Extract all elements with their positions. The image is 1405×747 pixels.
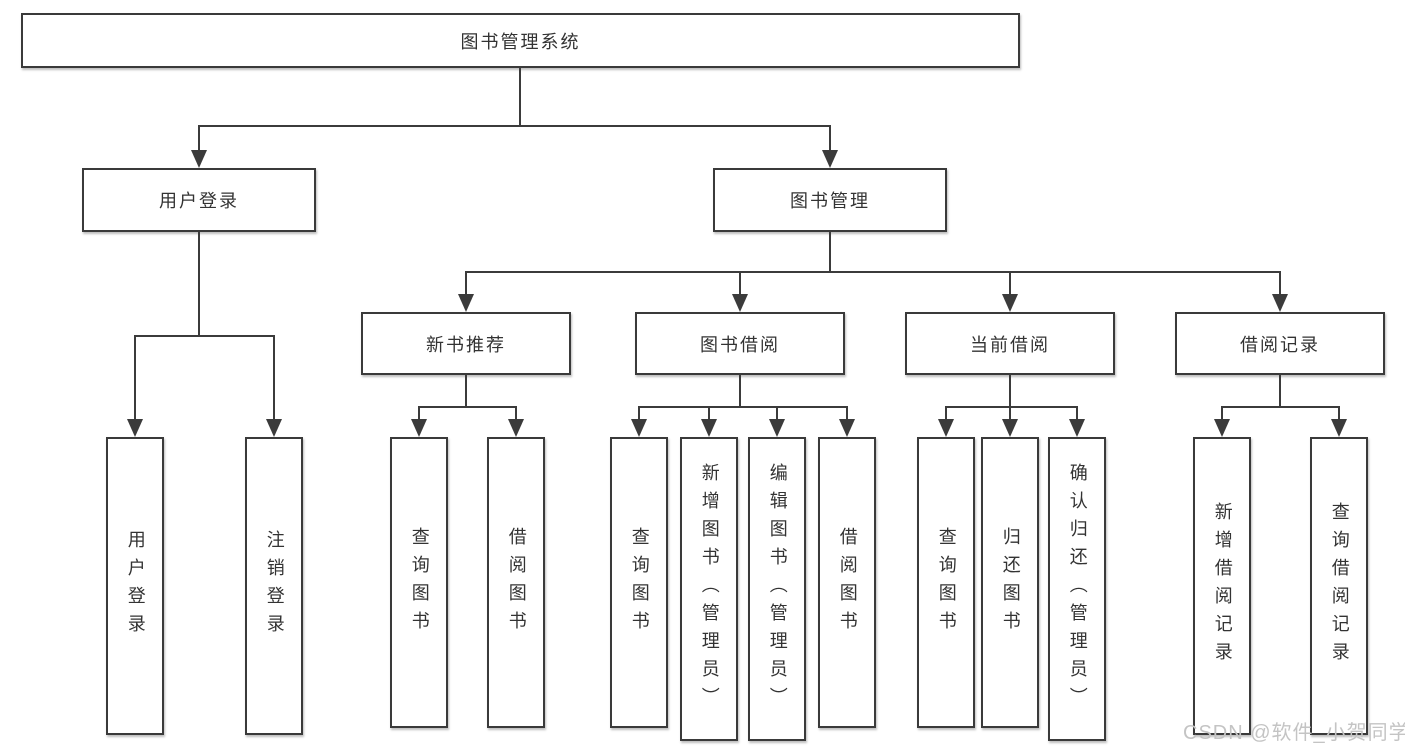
node-book-borrow: 图书借阅 — [635, 312, 845, 375]
node-leaf-borrow-books: 借阅图书 — [487, 437, 545, 728]
node-leaf-query-books: 查询图书 — [917, 437, 975, 728]
node-leaf-user-login: 用户登录 — [106, 437, 164, 735]
csdn-watermark: CSDN @软件_小贺同学 — [1183, 722, 1405, 744]
arrowheads — [127, 150, 1347, 437]
node-leaf-query-books: 查询图书 — [610, 437, 668, 728]
node-leaf-query-borrow-record-label: 查询借阅记录 — [1329, 502, 1350, 670]
node-leaf-user-login-label: 用户登录 — [125, 530, 146, 642]
node-leaf-logout-label: 注销登录 — [264, 530, 285, 642]
node-leaf-query-borrow-record: 查询借阅记录 — [1310, 437, 1368, 735]
node-leaf-query-books-label: 查询图书 — [629, 526, 650, 639]
node-user-login-label: 用户登录 — [159, 191, 239, 211]
node-root: 图书管理系统 — [21, 13, 1020, 68]
node-book-management-label: 图书管理 — [790, 191, 870, 211]
node-leaf-confirm-return-admin-label: 确认归还（管理员） — [1067, 463, 1088, 715]
node-leaf-confirm-return-admin: 确认归还（管理员） — [1048, 437, 1106, 741]
node-leaf-add-borrow-record: 新增借阅记录 — [1193, 437, 1251, 735]
node-leaf-add-books-admin: 新增图书（管理员） — [680, 437, 738, 741]
node-book-management: 图书管理 — [713, 168, 947, 232]
node-leaf-return-books-label: 归还图书 — [1000, 526, 1021, 639]
node-book-borrow-label: 图书借阅 — [700, 334, 780, 355]
node-new-book-recommend-label: 新书推荐 — [426, 334, 506, 355]
node-leaf-query-books-label: 查询图书 — [936, 526, 957, 639]
node-current-borrow-label: 当前借阅 — [970, 334, 1050, 355]
node-user-login: 用户登录 — [82, 168, 316, 232]
node-root-label: 图书管理系统 — [460, 31, 581, 52]
node-leaf-add-borrow-record-label: 新增借阅记录 — [1212, 502, 1233, 670]
node-leaf-query-books-label: 查询图书 — [409, 526, 430, 639]
node-new-book-recommend: 新书推荐 — [361, 312, 571, 375]
node-leaf-query-books: 查询图书 — [390, 437, 448, 728]
node-current-borrow: 当前借阅 — [905, 312, 1115, 375]
node-borrow-records: 借阅记录 — [1175, 312, 1385, 375]
node-leaf-edit-books-admin: 编辑图书（管理员） — [748, 437, 806, 741]
node-leaf-borrow-books-label: 借阅图书 — [837, 526, 858, 639]
node-leaf-borrow-books: 借阅图书 — [818, 437, 876, 728]
node-leaf-logout: 注销登录 — [245, 437, 303, 735]
node-leaf-add-books-admin-label: 新增图书（管理员） — [699, 463, 720, 715]
node-borrow-records-label: 借阅记录 — [1240, 334, 1320, 355]
node-leaf-borrow-books-label: 借阅图书 — [506, 526, 527, 639]
node-leaf-return-books: 归还图书 — [981, 437, 1039, 728]
node-leaf-edit-books-admin-label: 编辑图书（管理员） — [767, 463, 788, 715]
